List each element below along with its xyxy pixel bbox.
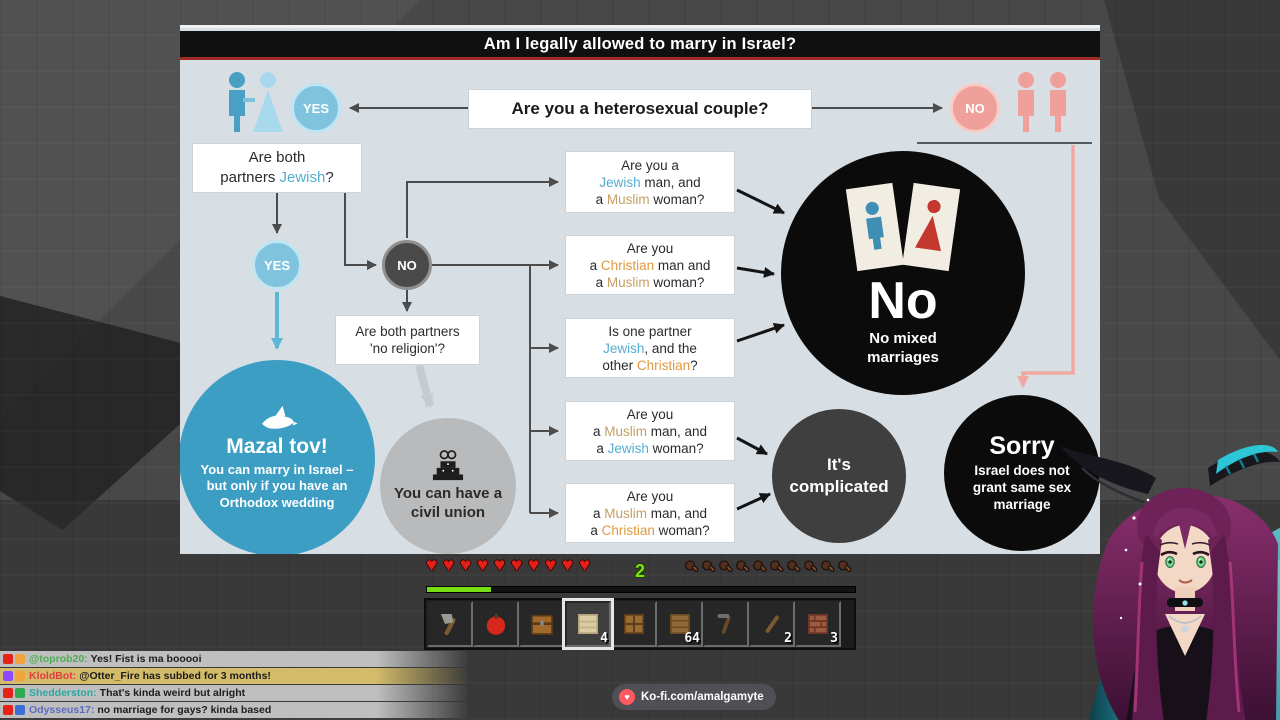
bride-groom-icon — [229, 72, 283, 132]
question-line: Are you — [626, 406, 674, 422]
chat-text: Yes! Fist is ma booooi — [90, 653, 202, 665]
choker-gem — [1182, 600, 1188, 606]
result-text: You can marry in Israel – but only if yo… — [200, 462, 354, 510]
question-line: a Christian woman? — [590, 522, 710, 538]
necklace — [1168, 615, 1202, 624]
broken-marriage-icon — [845, 182, 961, 271]
chat-username: @toprob20: — [29, 653, 88, 665]
yes-node-jewish: YES — [252, 240, 302, 290]
result-title: No — [868, 271, 938, 330]
question-line: Jewish man, and — [599, 174, 701, 190]
no-label: NO — [965, 100, 985, 116]
question-line: Are both partners — [355, 324, 460, 339]
eyes — [1159, 541, 1211, 568]
chat-username: Shedderston: — [29, 687, 97, 699]
result-mazal-tov: Mazal tov! You can marry in Israel – but… — [180, 360, 375, 554]
marriage-flowchart: Am I legally allowed to marry in Israel? — [180, 25, 1100, 554]
dove-icon — [262, 406, 298, 429]
question-line: a Muslim woman? — [595, 191, 705, 207]
pendant — [1181, 625, 1189, 633]
question-text: Are you a heterosexual couple? — [511, 99, 769, 118]
chat-badge-icon — [15, 671, 25, 681]
question-line: a Muslim man, and — [592, 505, 708, 521]
question-line: Are you — [626, 488, 674, 504]
question-no-religion: Are both partners 'no religion'? — [335, 315, 480, 365]
chat-username: KloldBot: — [29, 670, 77, 682]
kofi-banner[interactable]: ♥ Ko-fi.com/amalgamyte — [612, 684, 776, 710]
question-line: Are you a — [621, 157, 679, 173]
wedding-cake-icon — [432, 449, 464, 480]
front-hair — [1132, 534, 1246, 720]
chat-badge-icon — [3, 705, 13, 715]
no-label: NO — [397, 257, 417, 273]
question-line: partners Jewish? — [220, 169, 334, 186]
result-civil-union: You can have a civil union — [380, 418, 516, 554]
question-both-jewish: Are both partners Jewish? — [192, 143, 362, 193]
result-text: You can have a civil union — [393, 484, 503, 521]
kofi-link-text: Ko-fi.com/amalgamyte — [641, 691, 764, 703]
yes-label: YES — [263, 257, 290, 273]
chat-username: Odysseus17: — [29, 704, 95, 716]
result-text: It's complicated — [789, 454, 889, 496]
chat-message: KloldBot:@Otter_Fire has subbed for 3 mo… — [0, 668, 470, 684]
chest — [1165, 614, 1205, 656]
question-line: a Jewish woman? — [596, 440, 704, 456]
chat-text: That's kinda weird but alright — [99, 687, 246, 699]
yes-node-hetero: YES — [291, 83, 341, 133]
bangs — [1150, 508, 1220, 552]
yes-label: YES — [302, 100, 329, 116]
question-line: a Muslim man, and — [592, 423, 708, 439]
result-sorry-same-sex: Sorry Israel does not grant same sex mar… — [944, 395, 1100, 551]
chat-badge-icon — [15, 688, 25, 698]
result-its-complicated: It's complicated — [772, 409, 906, 543]
chat-text: no marriage for gays? kinda based — [97, 704, 272, 716]
question-line: a Muslim woman? — [595, 274, 705, 290]
question-line: Are you — [626, 240, 674, 256]
question-line: other Christian? — [602, 357, 698, 373]
chat-message: @toprob20:Yes! Fist is ma booooi — [0, 651, 470, 667]
title-underline — [180, 57, 1100, 60]
chat-badge-icon — [3, 671, 13, 681]
flowchart-title-bar: Am I legally allowed to marry in Israel? — [180, 31, 1100, 57]
kofi-cup-icon: ♥ — [619, 689, 635, 705]
vtuber-avatar — [1060, 445, 1280, 720]
result-title: Sorry — [989, 432, 1055, 461]
result-no-mixed-marriages: No No mixed marriages — [781, 151, 1025, 395]
flowchart-connectors — [229, 72, 1092, 518]
question-line: Jewish, and the — [603, 340, 697, 356]
chat-text: @Otter_Fire has subbed for 3 months! — [79, 670, 271, 682]
horn-icon — [1060, 445, 1280, 504]
no-node-hetero: NO — [950, 83, 1000, 133]
question-line: 'no religion'? — [370, 341, 445, 356]
result-text: Israel does not grant same sex marriage — [972, 463, 1072, 512]
bangs-strand — [1178, 520, 1192, 549]
chat-badge-icon — [3, 688, 13, 698]
hair-sparkles — [1119, 498, 1150, 620]
result-title: Mazal tov! — [226, 435, 328, 459]
chat-message: Odysseus17:no marriage for gays? kinda b… — [0, 702, 470, 718]
no-node-jewish: NO — [382, 240, 432, 290]
chat-badge-icon — [3, 654, 13, 664]
question-line: Is one partner — [608, 323, 692, 339]
chat-message: Shedderston:That's kinda weird but alrig… — [0, 685, 470, 701]
question-line: Are both — [248, 149, 306, 166]
chat-badge-icon — [15, 705, 25, 715]
flowchart-title: Am I legally allowed to marry in Israel? — [483, 34, 797, 53]
chat-badge-icon — [15, 654, 25, 664]
question-heterosexual-couple: Are you a heterosexual couple? — [468, 89, 812, 129]
mouth — [1178, 579, 1193, 584]
groom-groom-icon — [1018, 72, 1066, 132]
question-line: a Christian man and — [589, 257, 711, 273]
result-text: No mixed marriages — [867, 329, 939, 366]
